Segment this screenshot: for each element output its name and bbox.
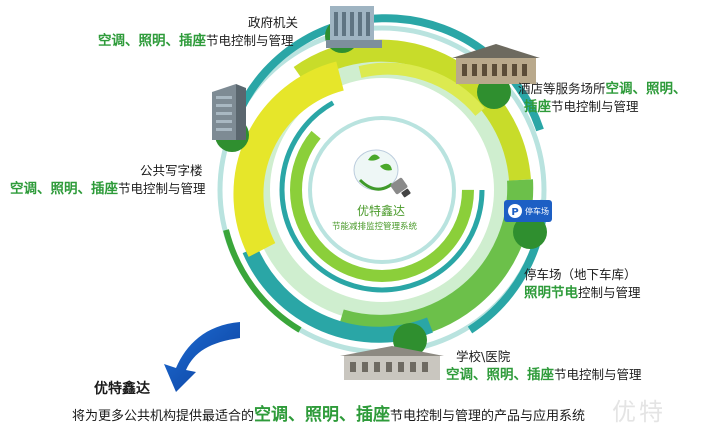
office-building-icon bbox=[212, 84, 246, 140]
lime-band bbox=[293, 39, 531, 181]
center-title: 优特鑫达 bbox=[357, 204, 406, 218]
parking-sign-text: 停车场 bbox=[525, 206, 549, 216]
school-highlight: 空调、照明、插座 bbox=[446, 367, 554, 383]
gov-highlight: 空调、照明、插座 bbox=[98, 33, 206, 49]
yellow-band-2 bbox=[358, 62, 485, 116]
curved-arrow-icon bbox=[164, 322, 240, 392]
slogan: 将为更多公共机构提供最适合的空调、照明、插座节电控制与管理的产品与应用系统 bbox=[72, 400, 585, 425]
parking-highlight: 照明节电 bbox=[524, 285, 578, 301]
inner-green-ring bbox=[290, 98, 474, 282]
gov-name: 政府机关 bbox=[248, 15, 299, 30]
parking-desc: 照明节电控制与管理 bbox=[524, 284, 641, 302]
slogan-item-aircon: 空调 bbox=[254, 405, 289, 425]
hotel-desc: 酒店等服务场所空调、照明、 bbox=[518, 80, 687, 98]
brand-name: 优特鑫达 bbox=[94, 381, 150, 397]
school-name: 学校\医院 bbox=[456, 349, 511, 364]
outer-green-arc-left bbox=[223, 229, 302, 333]
hotel-building-icon bbox=[452, 44, 540, 84]
hotel-highlight-2: 插座 bbox=[524, 99, 551, 115]
watermark: 优特 bbox=[612, 398, 666, 426]
slogan-item-socket: 插座 bbox=[356, 405, 391, 425]
slogan-post: 节电控制与管理的产品与应用系统 bbox=[390, 409, 586, 424]
school-building-icon bbox=[340, 346, 444, 380]
slogan-pre: 将为更多公共机构提供最适合的 bbox=[72, 409, 255, 424]
office-highlight: 空调、照明、插座 bbox=[10, 181, 118, 197]
inner-pale-ring bbox=[308, 116, 456, 264]
yellow-band bbox=[233, 61, 345, 257]
slogan-sep-1: 、 bbox=[288, 405, 306, 425]
parking-rest: 控制与管理 bbox=[578, 285, 641, 300]
gov-building-icon bbox=[326, 6, 382, 48]
hotel-rest: 节电控制与管理 bbox=[551, 99, 639, 114]
office-rest: 节电控制与管理 bbox=[118, 181, 206, 196]
school-rest: 节电控制与管理 bbox=[554, 367, 642, 382]
svg-text:P: P bbox=[511, 207, 518, 218]
gov-desc: 空调、照明、插座节电控制与管理 bbox=[98, 32, 294, 50]
hotel-name: 酒店等服务场所 bbox=[518, 81, 606, 96]
parking-sign-icon: P 停车场 bbox=[504, 200, 552, 222]
parking-name: 停车场（地下车库） bbox=[524, 267, 637, 282]
center-subtitle: 节能减排监控管理系统 bbox=[332, 222, 418, 232]
office-desc: 空调、照明、插座节电控制与管理 bbox=[10, 180, 206, 198]
gov-rest: 节电控制与管理 bbox=[206, 33, 294, 48]
slogan-item-lighting: 照明 bbox=[305, 405, 340, 425]
office-name: 公共写字楼 bbox=[140, 163, 203, 178]
bulb-icon bbox=[353, 149, 411, 198]
hotel-highlight: 空调、照明、 bbox=[605, 81, 687, 97]
slogan-sep-2: 、 bbox=[339, 405, 357, 425]
inner-teal-ring bbox=[279, 87, 485, 293]
node-dot-parking bbox=[513, 215, 547, 249]
hotel-desc-2: 插座节电控制与管理 bbox=[524, 98, 639, 116]
school-desc: 空调、照明、插座节电控制与管理 bbox=[446, 366, 642, 384]
